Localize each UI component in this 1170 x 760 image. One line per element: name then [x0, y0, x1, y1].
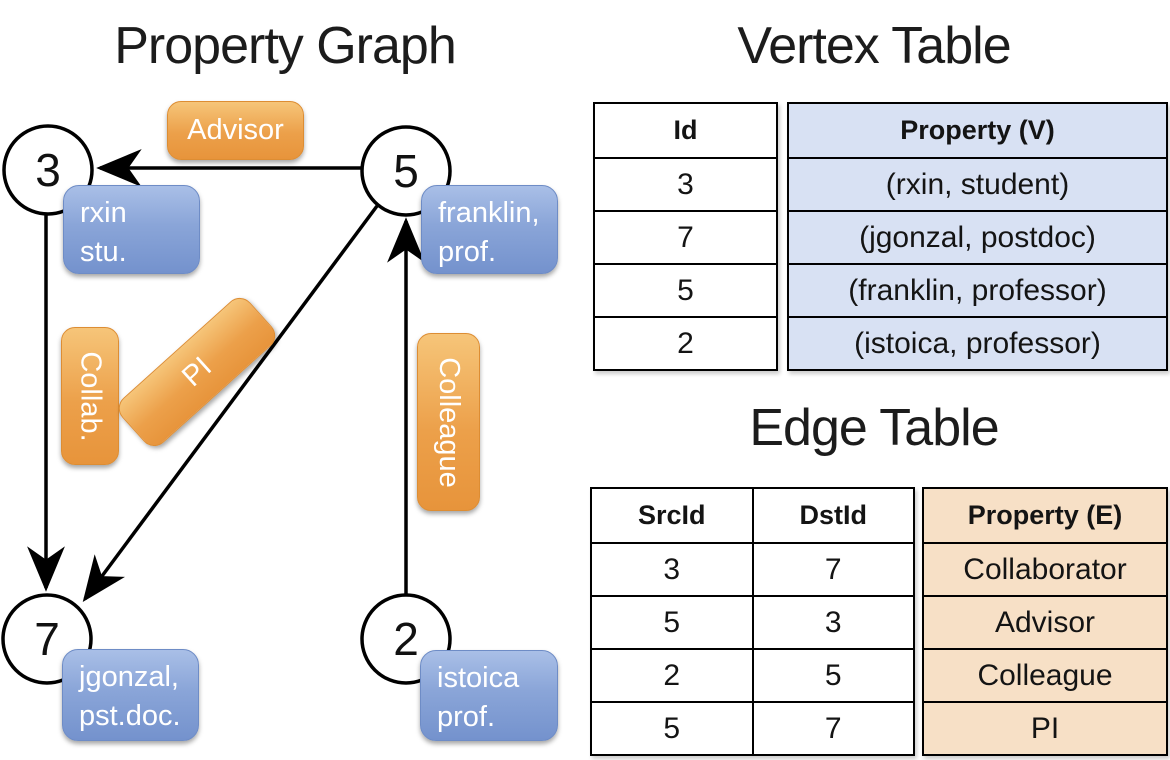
table-row: (franklin, professor): [789, 263, 1166, 316]
column-header-id: Id: [673, 115, 698, 145]
property-graph-title: Property Graph: [114, 17, 457, 75]
edge-table-property-column: Property (E) Collaborator Advisor Collea…: [922, 487, 1168, 756]
table-row: 2: [595, 316, 776, 369]
table-row: 5: [595, 263, 776, 316]
table-row: 3 7: [592, 542, 913, 595]
edge-label-collab: Collab.: [61, 327, 119, 465]
table-row: 7: [595, 210, 776, 263]
table-row: Collaborator: [924, 542, 1166, 595]
table-row: 5 7: [592, 701, 913, 754]
vertex-label-rxin: rxin stu.: [63, 185, 200, 274]
table-row: Property (E): [924, 489, 1166, 542]
table-row: (istoica, professor): [789, 316, 1166, 369]
vertex-label-istoica: istoica prof.: [420, 650, 558, 741]
vertex-table-property-column: Property (V) (rxin, student) (jgonzal, p…: [787, 102, 1168, 371]
table-row: Id: [595, 104, 776, 157]
column-header-property-e: Property (E): [924, 489, 1166, 542]
vertex-table-title: Vertex Table: [737, 17, 1011, 75]
table-row: 2 5: [592, 648, 913, 701]
table-row: Colleague: [924, 648, 1166, 701]
edge-table-title: Edge Table: [749, 399, 999, 457]
edge-label-colleague: Colleague: [417, 333, 480, 511]
table-row: (jgonzal, postdoc): [789, 210, 1166, 263]
edge-pi-arrow: [82, 204, 379, 603]
table-row: 5 3: [592, 595, 913, 648]
table-row: 3: [595, 157, 776, 210]
vertex-label-jgonzal: jgonzal, pst.doc.: [62, 649, 199, 741]
table-row: (rxin, student): [789, 157, 1166, 210]
edge-label-advisor: Advisor: [167, 101, 304, 160]
column-header-property-v: Property (V): [789, 104, 1166, 157]
table-row: PI: [924, 701, 1166, 754]
column-header-srcid: SrcId: [637, 500, 706, 530]
edge-table-id-columns: SrcId DstId 3 7 5 3 2 5 5 7: [590, 487, 915, 756]
table-row: SrcId DstId: [592, 489, 913, 542]
table-row: Property (V): [789, 104, 1166, 157]
table-row: Advisor: [924, 595, 1166, 648]
column-header-dstid: DstId: [751, 489, 914, 542]
vertex-table-id-column: Id 3 7 5 2: [593, 102, 778, 371]
vertex-label-franklin: franklin, prof.: [421, 185, 558, 274]
